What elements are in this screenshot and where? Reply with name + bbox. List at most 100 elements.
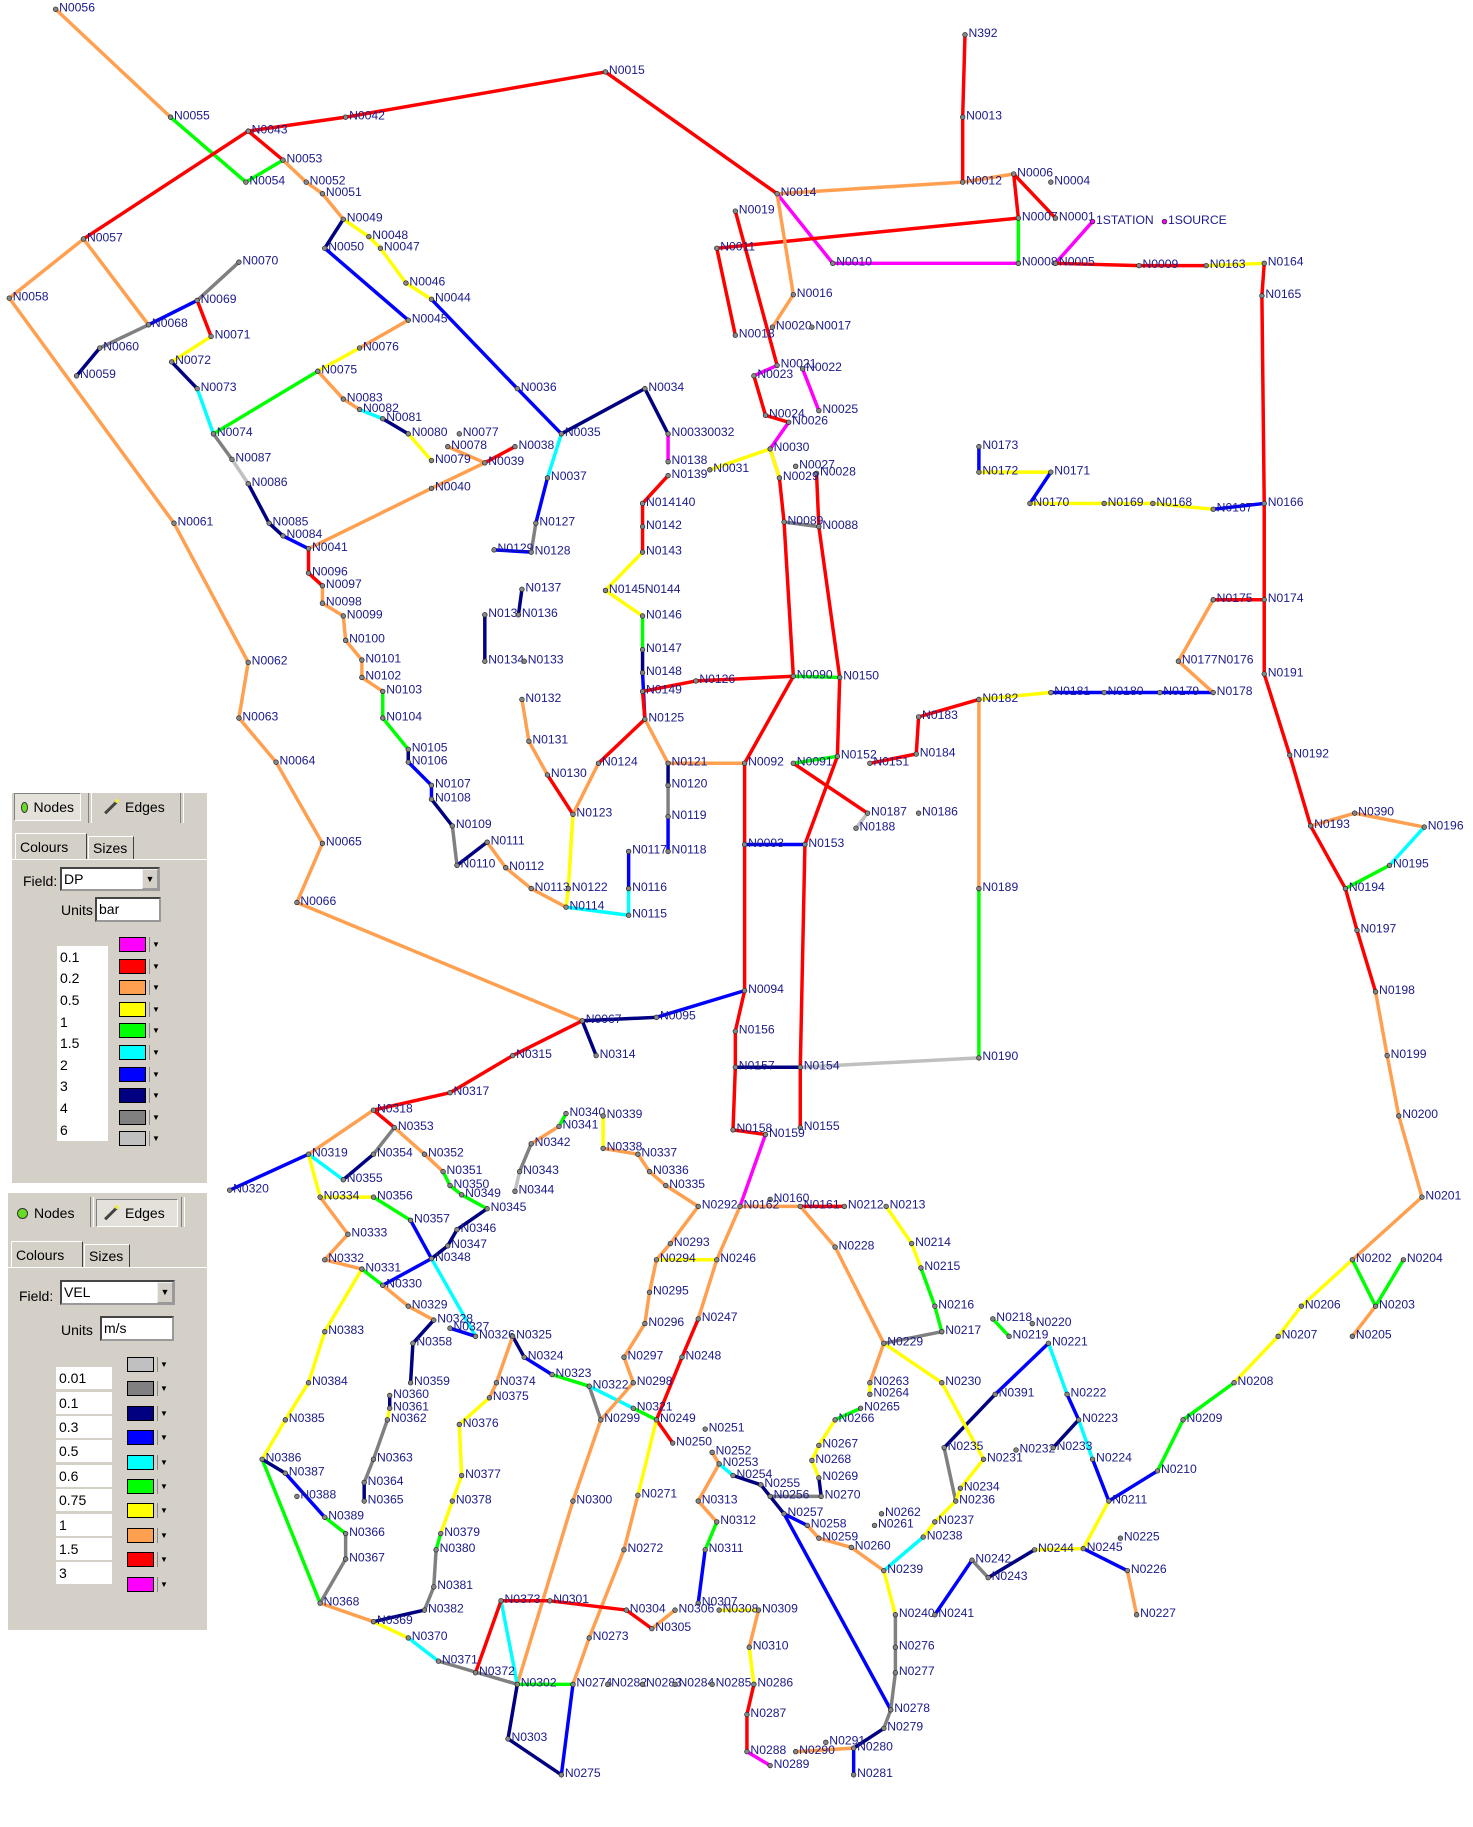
colour-swatch[interactable] bbox=[127, 1430, 154, 1446]
node-marker[interactable] bbox=[695, 1498, 701, 1504]
network-node[interactable]: N0017 bbox=[809, 318, 852, 332]
network-node[interactable]: N0101 bbox=[359, 651, 402, 665]
pipe-edge[interactable] bbox=[458, 1396, 491, 1426]
node-marker[interactable] bbox=[853, 825, 859, 831]
pipe-edge[interactable] bbox=[260, 1418, 287, 1461]
node-marker[interactable] bbox=[834, 753, 841, 759]
node-marker[interactable] bbox=[319, 583, 326, 589]
node-marker[interactable] bbox=[570, 1681, 576, 1687]
network-node[interactable]: N0346 bbox=[454, 1221, 497, 1235]
node-marker[interactable] bbox=[642, 385, 648, 392]
network-node[interactable]: N0356 bbox=[370, 1188, 413, 1202]
colour-dropdown-arrow-icon[interactable]: ▼ bbox=[157, 1503, 168, 1519]
node-marker[interactable] bbox=[635, 1492, 641, 1498]
node-marker[interactable] bbox=[857, 1405, 864, 1411]
node-marker[interactable] bbox=[482, 460, 488, 466]
node-marker[interactable] bbox=[266, 520, 272, 526]
node-marker[interactable] bbox=[816, 1475, 822, 1481]
network-node[interactable]: N0051 bbox=[319, 185, 362, 199]
colour-swatch[interactable] bbox=[119, 1066, 146, 1082]
pipe-edge[interactable] bbox=[501, 1599, 653, 1631]
node-marker[interactable] bbox=[816, 1535, 822, 1541]
network-node[interactable]: N0227 bbox=[1133, 1606, 1176, 1620]
node-marker[interactable] bbox=[305, 1151, 312, 1157]
node-marker[interactable] bbox=[639, 549, 646, 555]
network-node[interactable]: N0340 bbox=[563, 1105, 606, 1119]
pipe-edge[interactable] bbox=[978, 690, 1051, 702]
network-node[interactable]: N0233 bbox=[1050, 1439, 1093, 1453]
node-marker[interactable] bbox=[1157, 689, 1163, 696]
network-node[interactable]: N0289 bbox=[767, 1757, 810, 1771]
node-marker[interactable] bbox=[194, 297, 200, 304]
colour-swatch[interactable] bbox=[127, 1503, 154, 1519]
node-marker[interactable] bbox=[1006, 1333, 1012, 1339]
network-node[interactable]: N0218 bbox=[990, 1310, 1033, 1324]
node-marker[interactable] bbox=[526, 738, 532, 744]
pipe-edge[interactable] bbox=[430, 298, 563, 436]
pipe-edge[interactable] bbox=[732, 1128, 766, 1137]
network-node[interactable]: N0138 bbox=[665, 453, 708, 467]
network-node[interactable]: N0249 bbox=[653, 1411, 696, 1425]
node-marker[interactable] bbox=[377, 245, 384, 251]
edges-toggle-button[interactable]: Edges bbox=[96, 1199, 178, 1227]
network-node[interactable]: N0362 bbox=[384, 1411, 427, 1425]
network-node[interactable]: N0057 bbox=[80, 230, 123, 244]
node-marker[interactable] bbox=[512, 1188, 518, 1194]
node-marker[interactable] bbox=[881, 1340, 887, 1346]
network-node[interactable]: N0382 bbox=[421, 1601, 464, 1615]
node-marker[interactable] bbox=[1124, 1567, 1131, 1574]
network-node[interactable]: N0143 bbox=[639, 543, 682, 557]
network-node[interactable]: N0231 bbox=[980, 1451, 1023, 1465]
network-node[interactable]: N0052 bbox=[303, 173, 346, 187]
pipe-edge[interactable] bbox=[640, 474, 670, 553]
pipe-edge[interactable] bbox=[739, 1204, 886, 1345]
node-marker[interactable] bbox=[431, 1584, 437, 1590]
node-marker[interactable] bbox=[563, 904, 569, 910]
node-marker[interactable] bbox=[447, 1090, 453, 1096]
node-marker[interactable] bbox=[428, 485, 435, 492]
node-marker[interactable] bbox=[356, 345, 363, 351]
node-marker[interactable] bbox=[792, 1748, 799, 1755]
node-marker[interactable] bbox=[570, 811, 576, 817]
network-node[interactable]: N0201 bbox=[1419, 1188, 1462, 1202]
node-marker[interactable] bbox=[1352, 810, 1358, 816]
node-marker[interactable] bbox=[741, 987, 748, 994]
node-marker[interactable] bbox=[505, 1736, 511, 1742]
node-marker[interactable] bbox=[97, 345, 103, 351]
node-marker[interactable] bbox=[53, 6, 59, 12]
tab-colours[interactable]: Colours bbox=[11, 1241, 83, 1267]
network-node[interactable]: N0160 bbox=[767, 1191, 810, 1205]
node-marker[interactable] bbox=[361, 1479, 367, 1486]
node-marker[interactable] bbox=[816, 407, 822, 414]
network-node[interactable]: N0292 bbox=[695, 1198, 738, 1212]
network-node[interactable]: N0223 bbox=[1075, 1411, 1118, 1425]
network-node[interactable]: N0357 bbox=[407, 1212, 450, 1226]
node-marker[interactable] bbox=[892, 1670, 899, 1676]
network-node[interactable]: N0142 bbox=[639, 518, 682, 532]
network-node[interactable]: N0117 bbox=[625, 843, 667, 857]
network-node[interactable]: N0374 bbox=[493, 1374, 536, 1388]
node-marker[interactable] bbox=[962, 32, 968, 38]
node-marker[interactable] bbox=[744, 1711, 750, 1718]
node-marker[interactable] bbox=[672, 1607, 678, 1613]
pipe-edge[interactable] bbox=[307, 1108, 375, 1156]
pipe-edge[interactable] bbox=[373, 1019, 584, 1112]
node-marker[interactable] bbox=[732, 1064, 739, 1070]
node-marker[interactable] bbox=[867, 760, 873, 766]
node-marker[interactable] bbox=[600, 1113, 606, 1119]
network-node[interactable]: N0181 bbox=[1048, 684, 1090, 698]
node-marker[interactable] bbox=[816, 523, 822, 530]
pipe-edge[interactable] bbox=[372, 1195, 412, 1222]
network-node[interactable]: N0208 bbox=[1231, 1374, 1274, 1388]
colour-swatch[interactable] bbox=[119, 1045, 146, 1060]
network-node[interactable]: N0386 bbox=[259, 1451, 302, 1465]
node-marker[interactable] bbox=[976, 696, 982, 703]
pipe-edge[interactable] bbox=[792, 761, 869, 815]
node-marker[interactable] bbox=[781, 1511, 787, 1517]
network-node[interactable]: N0322 bbox=[586, 1378, 629, 1392]
colour-dropdown-arrow-icon[interactable]: ▼ bbox=[149, 937, 160, 952]
network-node[interactable]: N0137 bbox=[519, 581, 562, 595]
node-marker[interactable] bbox=[864, 810, 871, 816]
network-node[interactable]: N0253 bbox=[716, 1455, 759, 1469]
pipe-edge[interactable] bbox=[409, 1219, 433, 1260]
